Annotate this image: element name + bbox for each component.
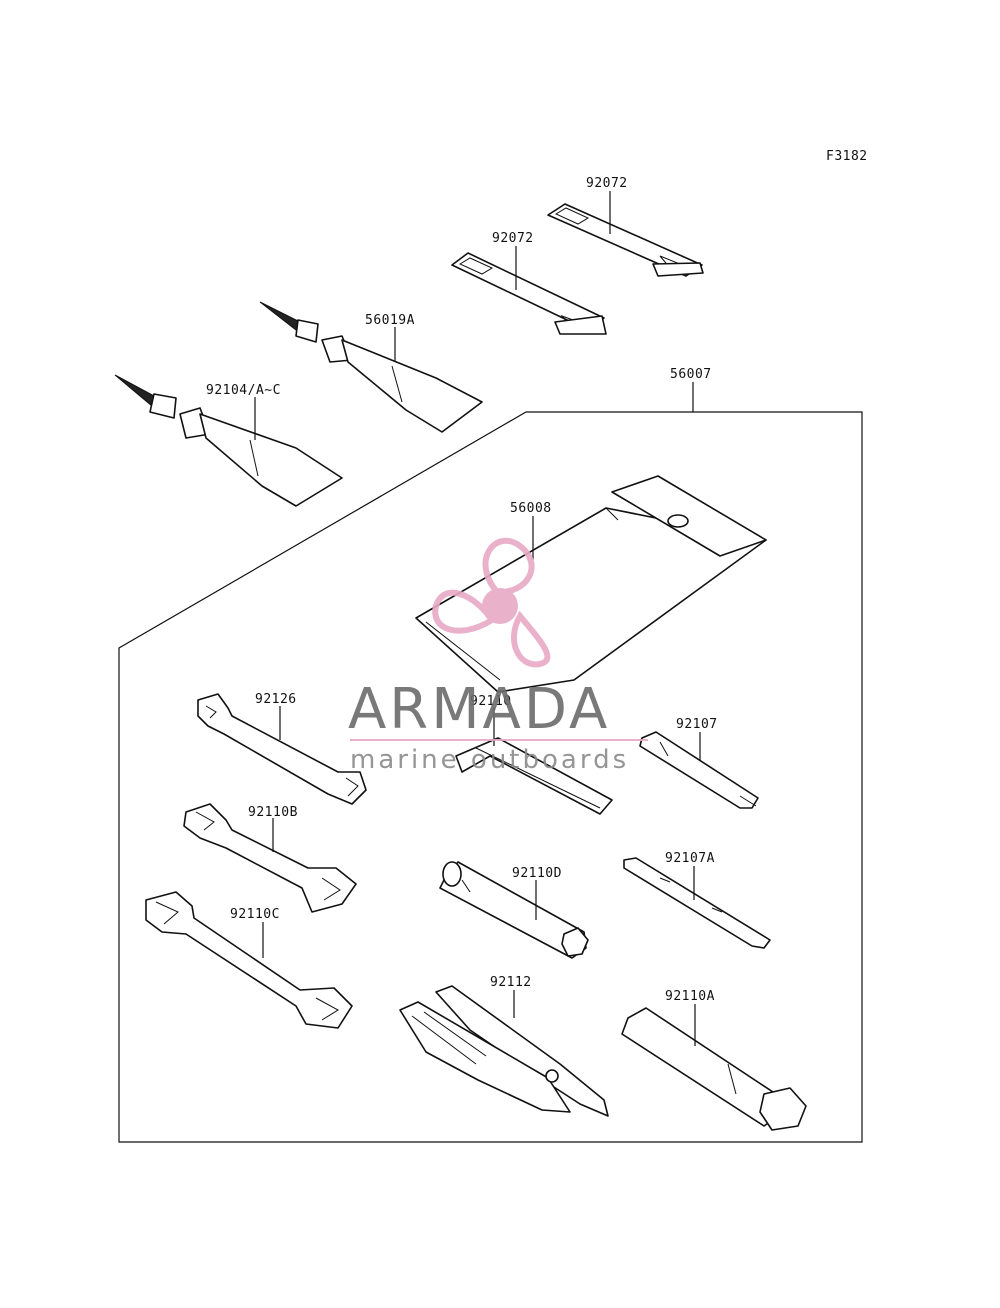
label-wrench-mid: 92110B xyxy=(248,805,298,820)
label-box-wrench-small: 92110D xyxy=(512,866,562,881)
hex-key xyxy=(455,737,613,815)
label-wrench-large: 92110C xyxy=(230,907,280,922)
label-box-wrench-large: 92110A xyxy=(665,989,715,1004)
figure-code: F3182 xyxy=(826,149,868,164)
watermark-tagline: marine outboards xyxy=(350,745,629,775)
label-hex-key: 92110 xyxy=(470,694,512,709)
label-tube-lower: 92104/A~C xyxy=(206,383,281,398)
pliers xyxy=(399,985,609,1117)
tool-bag xyxy=(415,475,767,693)
watermark: ARMADA marine outboards xyxy=(348,537,648,775)
label-pliers: 92112 xyxy=(490,975,532,990)
tube-lower xyxy=(114,374,343,507)
screwdriver xyxy=(639,731,759,809)
strap-second xyxy=(451,252,607,335)
box-wrench-large xyxy=(621,1007,807,1131)
kit-frame xyxy=(118,411,863,1143)
box-wrench-small xyxy=(439,861,589,959)
screwdriver-alt xyxy=(623,857,771,949)
label-kit: 56007 xyxy=(670,367,712,382)
label-screwdriver: 92107 xyxy=(676,717,718,732)
label-tube-upper: 56019A xyxy=(365,313,415,328)
wrench-large xyxy=(145,891,353,1029)
propeller-logo xyxy=(432,537,551,668)
wrench-mid xyxy=(183,803,357,913)
label-strap-second: 92072 xyxy=(492,231,534,246)
label-screwdriver-alt: 92107A xyxy=(665,851,715,866)
wrench-small xyxy=(197,693,367,805)
tube-upper xyxy=(259,301,483,433)
label-wrench-small: 92126 xyxy=(255,692,297,707)
label-strap-top: 92072 xyxy=(586,176,628,191)
strap-top xyxy=(547,203,704,277)
label-bag: 56008 xyxy=(510,501,552,516)
watermark-brand: ARMADA xyxy=(348,677,610,742)
